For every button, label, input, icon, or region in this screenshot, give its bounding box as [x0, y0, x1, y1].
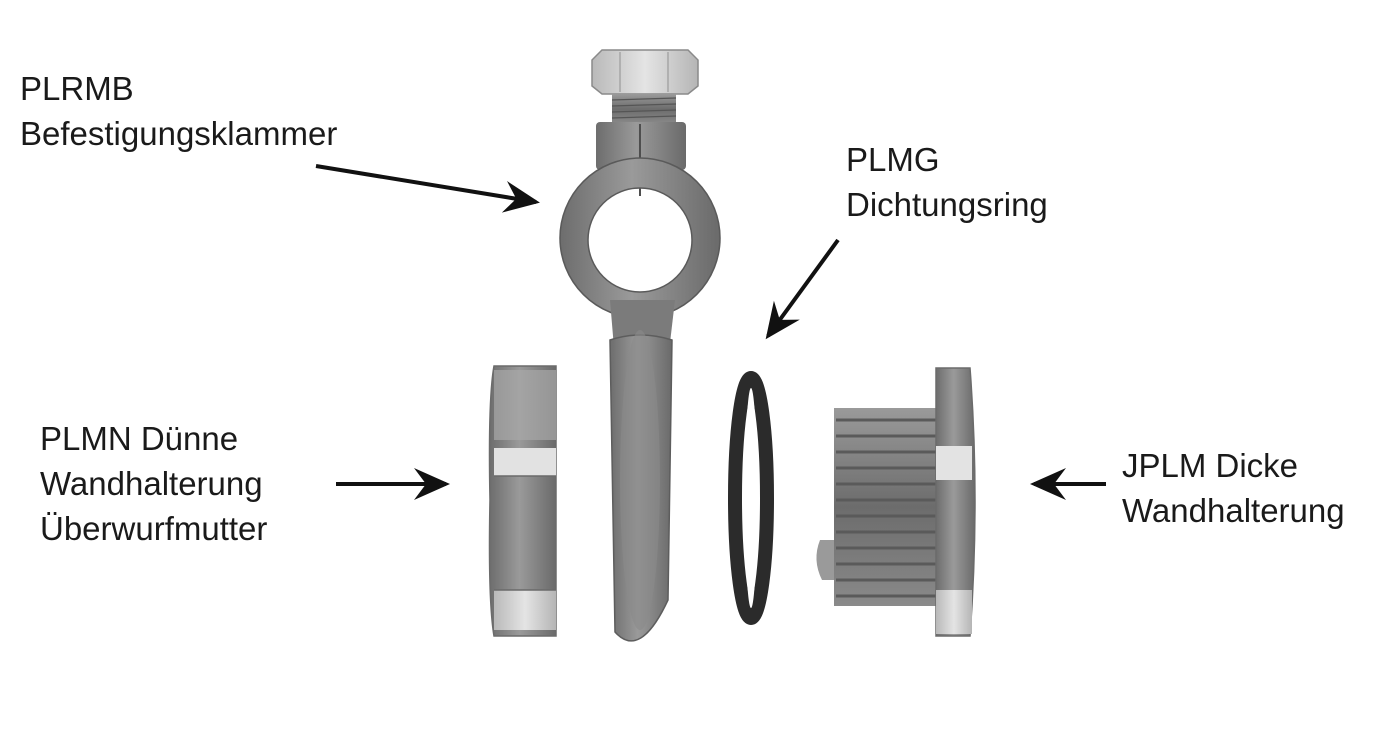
thick-fitting-label-line2: Wandhalterung — [1122, 492, 1345, 529]
pointer-arrows — [315, 164, 1106, 500]
clamp-bracket — [559, 49, 721, 642]
thin-nut-label-line1: PLMN Dünne — [40, 420, 239, 457]
clamp-label-code: PLRMB — [20, 70, 134, 107]
arrow-to-clamp — [315, 164, 540, 213]
thick-fitting-label: JPLM Dicke Wandhalterung — [1122, 443, 1345, 533]
clamp-label: PLRMB Befestigungsklammer — [20, 66, 337, 156]
gasket-ring — [728, 371, 774, 625]
thick-fitting — [816, 367, 976, 637]
gasket-label-code: PLMG — [846, 141, 940, 178]
clamp-label-name: Befestigungsklammer — [20, 115, 338, 152]
thick-fitting-label-line1: JPLM Dicke — [1122, 447, 1299, 484]
arrow-to-gasket — [765, 238, 840, 340]
thin-nut-label: PLMN Dünne Wandhalterung Überwurfmutter — [40, 416, 267, 551]
gasket-label-name: Dichtungsring — [846, 186, 1048, 223]
thin-nut — [488, 365, 557, 637]
thin-nut-label-line2: Wandhalterung — [40, 465, 263, 502]
thin-nut-label-line3: Überwurfmutter — [40, 510, 268, 547]
gasket-label: PLMG Dichtungsring — [846, 137, 1048, 227]
